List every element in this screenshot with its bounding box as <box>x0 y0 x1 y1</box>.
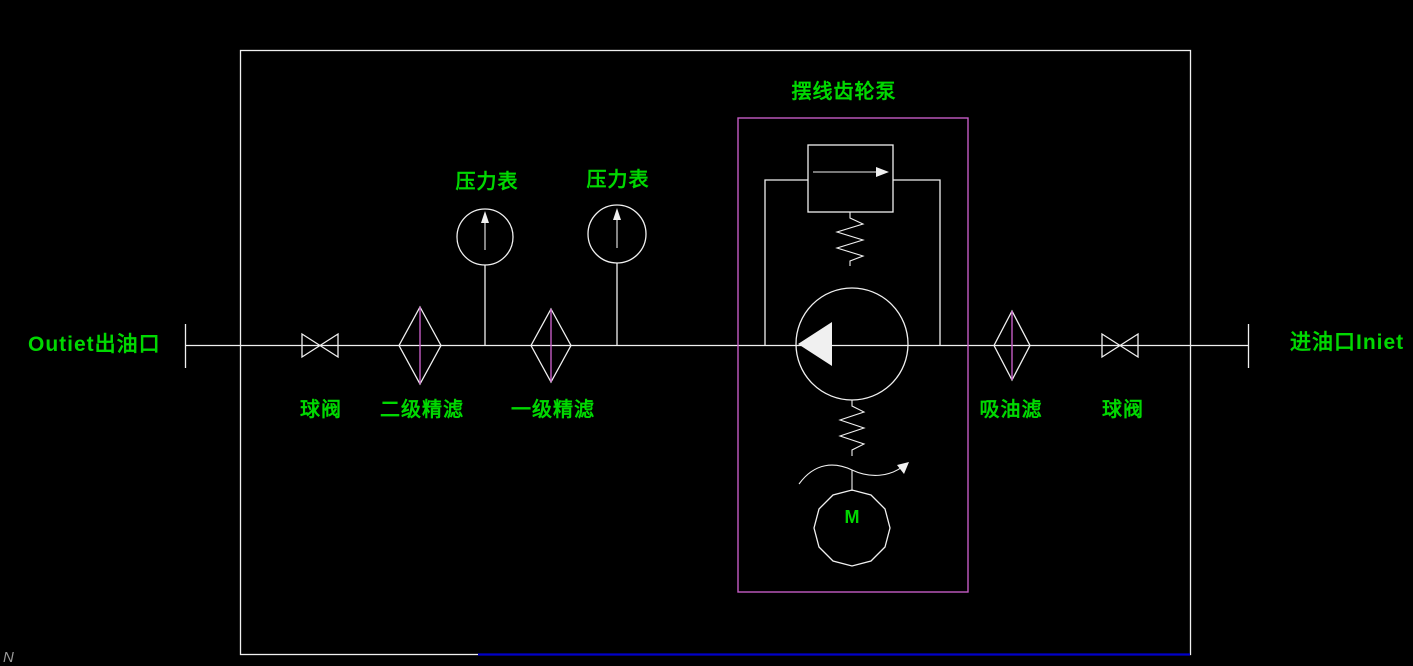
pump-group-title: 摆线齿轮泵 <box>792 79 897 103</box>
pump-direction-triangle <box>798 322 832 366</box>
bypass-pipe-right <box>893 179 941 345</box>
coupling-arrowhead <box>897 462 909 474</box>
bypass-pipe-left <box>764 179 808 345</box>
ball-valve-right-symbol <box>1101 332 1139 359</box>
drawing-frame-border <box>239 49 1192 656</box>
ball-valve-right-label: 球阀 <box>1102 398 1144 421</box>
corner-cursor-mark: N <box>3 649 14 666</box>
relief-valve-body <box>807 144 894 213</box>
relief-valve-flow-arrowhead <box>876 167 889 177</box>
pump-group-box <box>737 117 969 593</box>
pump-shaft-spring <box>838 400 866 456</box>
pressure-gauge-right-needle-arrowhead <box>613 208 621 220</box>
inlet-port-label: 进油口Iniet <box>1290 331 1404 354</box>
coupling-wave <box>798 463 907 485</box>
pressure-gauge-left-label: 压力表 <box>456 169 519 193</box>
motor-symbol <box>813 489 891 567</box>
pressure-gauge-right-label: 压力表 <box>587 167 650 191</box>
ball-valve-left-label: 球阀 <box>300 398 342 421</box>
motor-label: M <box>845 507 860 527</box>
primary-filter-label: 一级精滤 <box>511 397 595 421</box>
secondary-filter-label: 二级精滤 <box>380 397 464 421</box>
suction-filter-label: 吸油滤 <box>980 397 1043 421</box>
pressure-gauge-left-needle-arrowhead <box>481 211 489 223</box>
relief-valve-spring <box>835 212 865 266</box>
ball-valve-left-symbol <box>301 332 339 359</box>
outlet-port-label: Outiet出油口 <box>28 333 161 356</box>
